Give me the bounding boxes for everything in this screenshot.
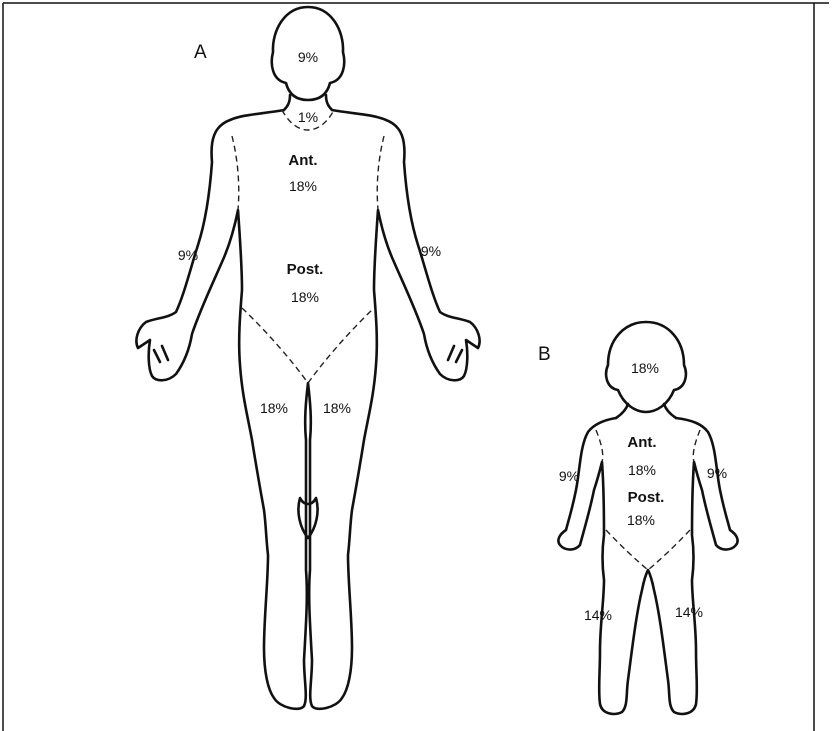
adult-right-arm-percent: 9% [421, 243, 441, 259]
child-groin-dashed-boundary [606, 530, 690, 570]
child-head-percent: 18% [631, 360, 659, 376]
child-trunk-ant-percent: 18% [628, 462, 656, 478]
child-figure: B 18% Ant. 18% Post. 18% 9% 9% 14% 14% [538, 322, 738, 714]
adult-panel-label: A [194, 42, 207, 63]
child-left-shoulder-dashed-boundary [596, 430, 603, 462]
adult-left-arm-percent: 9% [178, 247, 198, 263]
adult-figure: A 9% 1% Ant. 18% Post. 18% 9% 9% 18% 18% [136, 7, 479, 709]
adult-groin-dashed-boundary [242, 308, 374, 383]
adult-trunk-post-label: Post. [287, 261, 324, 278]
adult-head-percent: 9% [298, 49, 318, 65]
child-right-leg-percent: 14% [675, 604, 703, 620]
adult-neck-outline [284, 95, 332, 110]
child-trunk-ant-label: Ant. [627, 434, 656, 451]
adult-left-hand-fingers [154, 346, 168, 362]
adult-knee-outline [298, 498, 317, 538]
adult-left-shoulder-dashed-boundary [232, 136, 239, 210]
adult-neck-percent: 1% [298, 109, 318, 125]
adult-left-leg-percent: 18% [260, 400, 288, 416]
adult-body-outline [136, 110, 479, 709]
child-right-shoulder-dashed-boundary [693, 430, 700, 462]
adult-trunk-ant-label: Ant. [288, 152, 317, 169]
child-trunk-post-percent: 18% [627, 512, 655, 528]
adult-trunk-ant-percent: 18% [289, 178, 317, 194]
child-panel-label: B [538, 344, 551, 365]
adult-trunk-post-percent: 18% [291, 289, 319, 305]
child-left-arm-percent: 9% [559, 468, 579, 484]
adult-right-shoulder-dashed-boundary [377, 136, 384, 210]
child-right-arm-percent: 9% [707, 465, 727, 481]
adult-right-hand-fingers [448, 346, 462, 362]
adult-right-leg-percent: 18% [323, 400, 351, 416]
child-trunk-post-label: Post. [628, 489, 665, 506]
child-left-leg-percent: 14% [584, 607, 612, 623]
